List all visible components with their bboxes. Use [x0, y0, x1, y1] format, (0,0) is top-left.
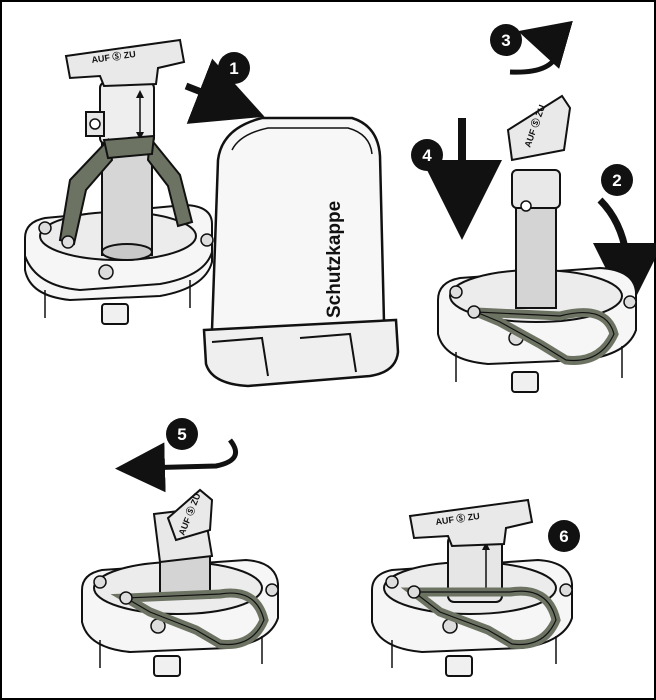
step-badge-2-label: 2 — [612, 171, 621, 190]
step-badge-5: 5 — [166, 418, 198, 450]
cap-label: Schutzkappe — [324, 201, 345, 318]
step-badge-1: 1 — [218, 52, 250, 84]
valve-with-tool-fig-c: AUF Ⓢ ZU — [82, 490, 278, 676]
step-badge-1-label: 1 — [229, 59, 238, 78]
curved-arrow-step-2 — [600, 200, 628, 278]
step-badge-4: 4 — [411, 139, 443, 171]
protective-cap: Schutzkappe — [204, 118, 398, 386]
valve-with-tool-fig-a: AUF Ⓢ ZU — [25, 40, 213, 324]
valve-with-tool-fig-b: AUF Ⓢ ZU — [438, 96, 636, 392]
valve-with-tool-fig-d: AUF Ⓢ ZU — [372, 500, 572, 676]
step-badge-2: 2 — [601, 164, 633, 196]
step-badge-6: 6 — [548, 520, 580, 552]
arrow-to-cap — [186, 86, 232, 104]
step-badge-3-label: 3 — [501, 31, 510, 50]
step-badge-5-label: 5 — [177, 425, 186, 444]
step-badge-4-label: 4 — [422, 146, 432, 165]
step-badge-3: 3 — [490, 24, 522, 56]
step-badge-6-label: 6 — [559, 527, 568, 546]
